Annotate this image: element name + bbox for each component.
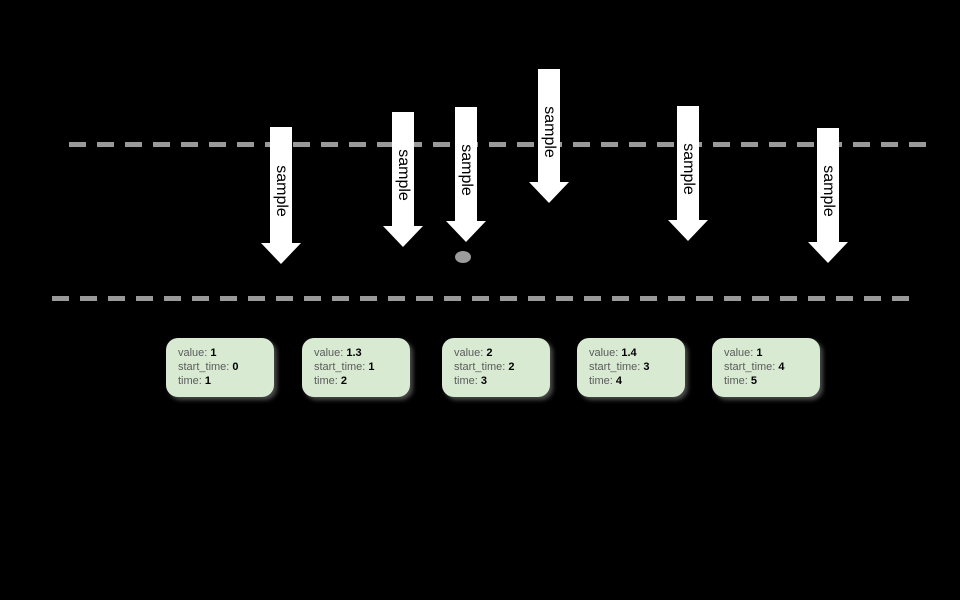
value-value: 1	[756, 347, 763, 359]
time-label: time:	[589, 375, 613, 387]
arrow-shaft	[817, 128, 839, 243]
value-row: value:1.3	[314, 346, 404, 360]
value-row: value:1.4	[589, 346, 679, 360]
arrow-label: sample	[273, 165, 290, 218]
sample-card-4: value:1.4 start_time:3 time:4	[577, 338, 685, 397]
sample-arrow-6: sample	[808, 128, 848, 263]
start-time-label: start_time:	[724, 361, 776, 373]
arrow-shaft	[538, 69, 560, 183]
value-label: value:	[178, 347, 208, 359]
arrow-head-icon	[383, 226, 423, 247]
sample-point-dot	[455, 251, 471, 263]
sample-arrow-3: sample	[446, 107, 486, 242]
time-row: time:5	[724, 374, 814, 388]
value-value: 1	[210, 347, 217, 359]
value-row: value:2	[454, 346, 544, 360]
start-time-row: start_time:0	[178, 360, 268, 374]
start-time-label: start_time:	[589, 361, 641, 373]
start-time-label: start_time:	[178, 361, 230, 373]
arrow-head-icon	[261, 243, 301, 264]
value-label: value:	[589, 347, 619, 359]
upper-timeline-dashed-line	[69, 142, 927, 147]
value-value: 2	[486, 347, 493, 359]
start-time-value: 1	[368, 361, 375, 373]
time-value: 1	[204, 375, 211, 387]
sample-card-2: value:1.3 start_time:1 time:2	[302, 338, 410, 397]
arrow-shaft	[270, 127, 292, 244]
arrow-head-icon	[808, 242, 848, 263]
start-time-value: 0	[232, 361, 239, 373]
start-time-label: start_time:	[454, 361, 506, 373]
value-row: value:1	[178, 346, 268, 360]
time-label: time:	[314, 375, 338, 387]
start-time-row: start_time:3	[589, 360, 679, 374]
sample-arrow-5: sample	[668, 106, 708, 241]
value-row: value:1	[724, 346, 814, 360]
start-time-value: 2	[508, 361, 515, 373]
arrow-shaft	[677, 106, 699, 221]
value-label: value:	[454, 347, 484, 359]
arrow-label: sample	[680, 143, 697, 196]
sample-card-3: value:2 start_time:2 time:3	[442, 338, 550, 397]
time-value: 4	[615, 375, 622, 387]
arrow-head-icon	[446, 221, 486, 242]
sample-arrow-2: sample	[383, 112, 423, 247]
value-label: value:	[314, 347, 344, 359]
start-time-row: start_time:1	[314, 360, 404, 374]
sample-arrow-1: sample	[261, 127, 301, 264]
time-value: 3	[480, 375, 487, 387]
start-time-row: start_time:2	[454, 360, 544, 374]
sample-arrow-4: sample	[529, 69, 569, 203]
value-value: 1.4	[621, 347, 637, 359]
lower-timeline-dashed-line	[52, 296, 910, 301]
time-value: 2	[340, 375, 347, 387]
value-label: value:	[724, 347, 754, 359]
start-time-row: start_time:4	[724, 360, 814, 374]
arrow-head-icon	[529, 182, 569, 203]
time-value: 5	[750, 375, 757, 387]
arrow-label: sample	[458, 144, 475, 197]
sample-card-1: value:1 start_time:0 time:1	[166, 338, 274, 397]
start-time-label: start_time:	[314, 361, 366, 373]
arrow-shaft	[455, 107, 477, 222]
arrow-label: sample	[541, 106, 558, 158]
time-row: time:2	[314, 374, 404, 388]
start-time-value: 4	[778, 361, 785, 373]
time-row: time:4	[589, 374, 679, 388]
arrow-label: sample	[395, 149, 412, 202]
time-label: time:	[724, 375, 748, 387]
sample-card-5: value:1 start_time:4 time:5	[712, 338, 820, 397]
time-label: time:	[178, 375, 202, 387]
arrow-label: sample	[820, 165, 837, 218]
time-row: time:1	[178, 374, 268, 388]
arrow-shaft	[392, 112, 414, 227]
time-row: time:3	[454, 374, 544, 388]
arrow-head-icon	[668, 220, 708, 241]
time-label: time:	[454, 375, 478, 387]
start-time-value: 3	[643, 361, 650, 373]
value-value: 1.3	[346, 347, 362, 359]
